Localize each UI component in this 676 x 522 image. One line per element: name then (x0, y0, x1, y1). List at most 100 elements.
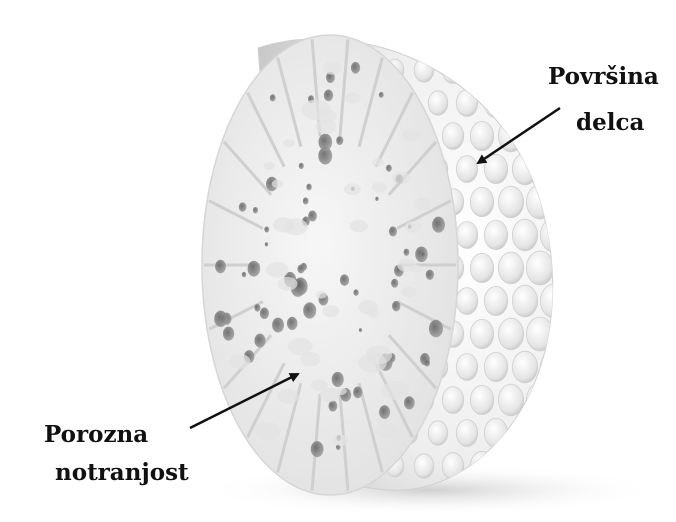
interior-cavity (311, 379, 327, 390)
interior-pore (389, 226, 397, 236)
surface-dimple (498, 384, 523, 416)
interior-cavity (392, 172, 410, 185)
interior-cavity (411, 265, 423, 273)
surface-dimple (526, 317, 553, 351)
interior-pore (392, 301, 400, 312)
surface-dimple (498, 252, 523, 284)
surface-dimple (456, 90, 477, 117)
interior-pore (215, 260, 226, 273)
interior-cavity (401, 287, 417, 298)
surface-dimple (512, 285, 537, 317)
interior-pore (421, 252, 426, 258)
interior-pore (248, 261, 261, 277)
surface-dimple (442, 123, 463, 150)
surface-dimple (456, 288, 477, 315)
interior-cavity (283, 139, 295, 147)
interior-pore (303, 302, 316, 318)
interior-cavity (376, 423, 398, 439)
interior-pore (386, 165, 392, 172)
surface-dimple (456, 420, 477, 447)
interior-pore (319, 134, 333, 151)
interior-pore (297, 264, 304, 273)
interior-pore (424, 359, 430, 366)
interior-pore (254, 304, 260, 312)
surface-dimple (540, 218, 567, 252)
surface-dimple (470, 121, 493, 150)
interior-pore (253, 207, 258, 213)
surface-dimple (484, 286, 507, 315)
surface-dimple (484, 154, 507, 183)
interior-pore (254, 334, 265, 348)
surface-dimple (484, 88, 507, 117)
surface-dimple (470, 253, 493, 282)
interior-cavity (277, 389, 298, 404)
interior-pore (328, 400, 337, 411)
interior-pore (426, 270, 434, 280)
surface-dimple (498, 54, 523, 86)
interior-pore (272, 318, 284, 333)
surface-dimple (470, 55, 493, 84)
interior-pore (306, 184, 311, 191)
surface-dimple (442, 57, 463, 84)
interior-cavity (323, 61, 342, 74)
interior-cavity (316, 109, 337, 123)
surface-dimple (526, 119, 553, 153)
interior-pore (340, 274, 349, 286)
interior-cavity (272, 180, 284, 188)
interior-pore (359, 328, 362, 332)
interior-pore (429, 320, 443, 338)
interior-pore (391, 279, 398, 288)
interior-pore (353, 387, 362, 399)
surface-dimple (442, 387, 463, 414)
surface-label-line2: delca (576, 108, 644, 138)
interior-pore (404, 396, 415, 409)
surface-dimple (540, 416, 567, 450)
surface-dimple (470, 385, 493, 414)
interior-pore (311, 441, 324, 457)
interior-pore (324, 90, 333, 102)
interior-cavity (332, 435, 348, 446)
interior-cavity (372, 158, 384, 166)
interior-pore (404, 249, 410, 256)
surface-dimple (540, 152, 567, 186)
surface-dimple (526, 185, 553, 219)
interior-cavity (402, 129, 420, 141)
surface-dimple (470, 187, 493, 216)
surface-dimple (498, 318, 523, 350)
interior-cavity (405, 221, 422, 233)
interior-cavity (336, 387, 347, 394)
interior-pore (214, 311, 227, 327)
surface-dimple (414, 454, 434, 478)
interior-pore (353, 289, 358, 296)
surface-dimple (428, 421, 448, 445)
interior-label-line1: Porozna (44, 420, 148, 450)
interior-pore (265, 242, 268, 246)
interior-cavity (278, 277, 298, 291)
surface-dimple (498, 186, 523, 218)
interior-pore (260, 308, 269, 320)
surface-dimple (456, 156, 477, 183)
surface-dimple (414, 58, 434, 82)
interior-label-line2: notranjost (55, 458, 189, 488)
interior-cavity (345, 93, 361, 104)
surface-dimple (470, 319, 493, 348)
surface-dimple (456, 354, 477, 381)
interior-cavity (344, 183, 361, 195)
surface-dimple (526, 251, 553, 285)
interior-cavity (358, 353, 386, 373)
interior-cavity (273, 217, 295, 232)
interior-pore (299, 163, 304, 169)
surface-dimple (512, 153, 537, 185)
interior-pore (351, 62, 360, 74)
surface-dimple (512, 87, 537, 119)
surface-dimple (484, 352, 507, 381)
interior-pore (379, 92, 384, 98)
surface-dimple (456, 222, 477, 249)
interior-pore (223, 327, 234, 341)
interior-pore (332, 372, 344, 387)
surface-dimple (526, 383, 553, 417)
interior-cavity (300, 352, 320, 366)
interior-cavity (316, 291, 327, 299)
surface-dimple (512, 351, 537, 383)
